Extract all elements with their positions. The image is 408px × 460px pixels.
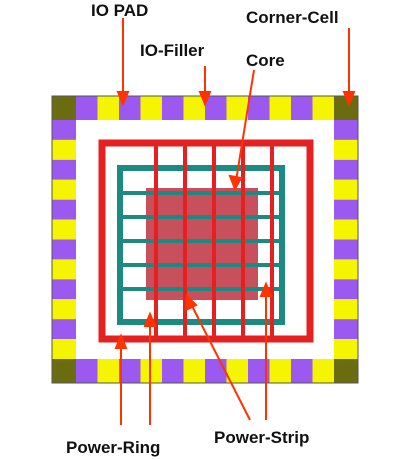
label-io-filler: IO-Filler — [140, 41, 205, 60]
arrowhead-power-strip-2 — [259, 281, 273, 297]
io-pad-cell — [334, 259, 358, 280]
io-pad-cell — [97, 96, 119, 120]
core-area — [146, 188, 258, 300]
outer-power-ring — [98, 139, 314, 343]
arrow-power-strip — [189, 301, 251, 421]
arrow-core — [235, 69, 255, 182]
arrowhead-power-ring-2 — [143, 311, 157, 327]
arrowhead-corner-cell — [342, 91, 356, 107]
io-filler-cell — [248, 359, 270, 383]
io-pad-cell — [52, 219, 76, 240]
inner-grid-lines — [122, 191, 280, 291]
io-pad-cell — [226, 96, 248, 120]
io-filler-cell — [119, 359, 141, 383]
label-power-ring: Power-Ring — [66, 438, 160, 457]
arrowhead-power-ring — [114, 333, 128, 349]
io-pad-cell — [312, 359, 334, 383]
corner-cell — [52, 96, 76, 120]
corner-cell — [334, 96, 358, 120]
arrowhead-core — [228, 174, 243, 192]
io-pad-cell — [334, 299, 358, 320]
io-pad-cell — [334, 339, 358, 359]
io-filler-cell — [334, 159, 358, 180]
io-filler-cell — [162, 359, 184, 383]
io-filler-cell — [52, 120, 76, 140]
io-filler-cell — [52, 199, 76, 220]
io-pad-cell — [334, 139, 358, 160]
io-pad-cell — [97, 359, 119, 383]
io-filler-cell — [76, 96, 98, 120]
io-pad-cell — [183, 359, 205, 383]
io-pad-cell — [140, 96, 162, 120]
io-filler-cell — [334, 239, 358, 260]
io-pad-cell — [140, 359, 162, 383]
io-filler-cell — [248, 96, 270, 120]
io-pad-cell — [269, 359, 291, 383]
io-filler-cell — [334, 279, 358, 300]
io-pad-cell — [334, 179, 358, 200]
corner-cell — [334, 359, 358, 383]
io-filler-cell — [52, 279, 76, 300]
io-filler-cell — [76, 359, 98, 383]
io-filler-cell — [205, 96, 227, 120]
io-filler-cell — [52, 239, 76, 260]
label-power-strip: Power-Strip — [214, 428, 309, 447]
io-filler-cell — [52, 159, 76, 180]
io-pad-cell — [334, 219, 358, 240]
io-pad-cell — [52, 299, 76, 320]
arrows — [114, 18, 356, 425]
io-filler-cell — [162, 96, 184, 120]
io-pad-cell — [52, 259, 76, 280]
io-filler-cell — [334, 199, 358, 220]
corner-cell — [52, 359, 76, 383]
label-core: Core — [246, 51, 285, 70]
arrowhead-io-pad — [116, 91, 130, 107]
io-ring — [52, 96, 358, 383]
io-filler-cell — [334, 319, 358, 340]
io-pad-cell — [52, 139, 76, 160]
label-corner-cell: Corner-Cell — [246, 8, 339, 27]
io-filler-cell — [205, 359, 227, 383]
io-pad-cell — [52, 179, 76, 200]
io-filler-cell — [334, 120, 358, 140]
arrowhead-power-strip — [184, 293, 198, 312]
arrowhead-io-filler — [198, 91, 212, 107]
io-pad-cell — [226, 359, 248, 383]
io-pad-cell — [52, 339, 76, 359]
io-filler-cell — [52, 319, 76, 340]
io-filler-cell — [291, 96, 313, 120]
io-filler-cell — [291, 359, 313, 383]
io-pad-cell — [269, 96, 291, 120]
io-pad-cell — [312, 96, 334, 120]
power-strips — [154, 146, 274, 336]
io-pad-cell — [183, 96, 205, 120]
label-io-pad: IO PAD — [91, 1, 148, 20]
